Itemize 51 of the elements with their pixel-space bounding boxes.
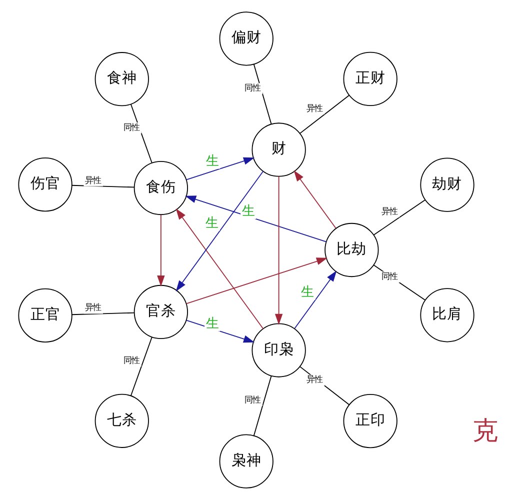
connector (252, 64, 272, 124)
edge-label: 异性 (306, 374, 322, 384)
node-circle: 正财 (342, 52, 397, 106)
edge-label: 同性 (244, 82, 260, 93)
edge-label: 同性 (381, 271, 398, 282)
edge-label: 同性 (122, 122, 139, 132)
connector (130, 336, 152, 396)
edge-label: 异性 (306, 102, 322, 113)
arrow (293, 170, 336, 229)
connector (71, 312, 134, 316)
edge-label: 生 (205, 216, 218, 231)
arrow (186, 157, 254, 180)
connector (372, 199, 426, 236)
arrow (294, 270, 336, 329)
edge-label: 生 (205, 154, 218, 169)
edge-label: 同性 (122, 355, 139, 366)
arrow (186, 320, 254, 343)
node-circle: 印枭 (251, 323, 306, 378)
edge-label: 异性 (84, 302, 101, 312)
node-circle: 偏财 (218, 12, 273, 66)
node-circle: 伤官 (18, 157, 72, 212)
edge-label: 异性 (84, 174, 101, 185)
arrow (156, 214, 164, 287)
connector (299, 366, 350, 406)
arrow (184, 196, 326, 242)
connector (299, 94, 350, 134)
label: 克 (472, 416, 498, 446)
connector (372, 264, 426, 301)
node-circle: 枭神 (218, 434, 273, 488)
arrow (175, 208, 264, 330)
node-circle: 食神 (94, 52, 148, 106)
node-circle: 比劫 (324, 222, 378, 278)
arrow (274, 176, 282, 325)
node-circle: 正印 (342, 394, 397, 448)
node-circle: 比肩 (420, 288, 474, 342)
arrow (175, 170, 264, 292)
node-circle: 官杀 (133, 284, 188, 340)
arrow (185, 258, 328, 304)
connector (71, 184, 134, 188)
edge-label: 同性 (244, 394, 260, 404)
edge-label: 生 (241, 204, 254, 220)
edge-label: 生 (300, 284, 314, 300)
node-circle: 七杀 (94, 394, 148, 448)
connector (130, 104, 152, 164)
edge-label: 生 (205, 316, 218, 332)
node-circle: 食伤 (133, 160, 188, 216)
edge-label: 异性 (381, 206, 398, 216)
node-circle: 劫财 (420, 158, 474, 212)
node-circle: 财 (251, 122, 306, 177)
node-circle: 正官 (18, 288, 72, 343)
connector (252, 376, 272, 436)
